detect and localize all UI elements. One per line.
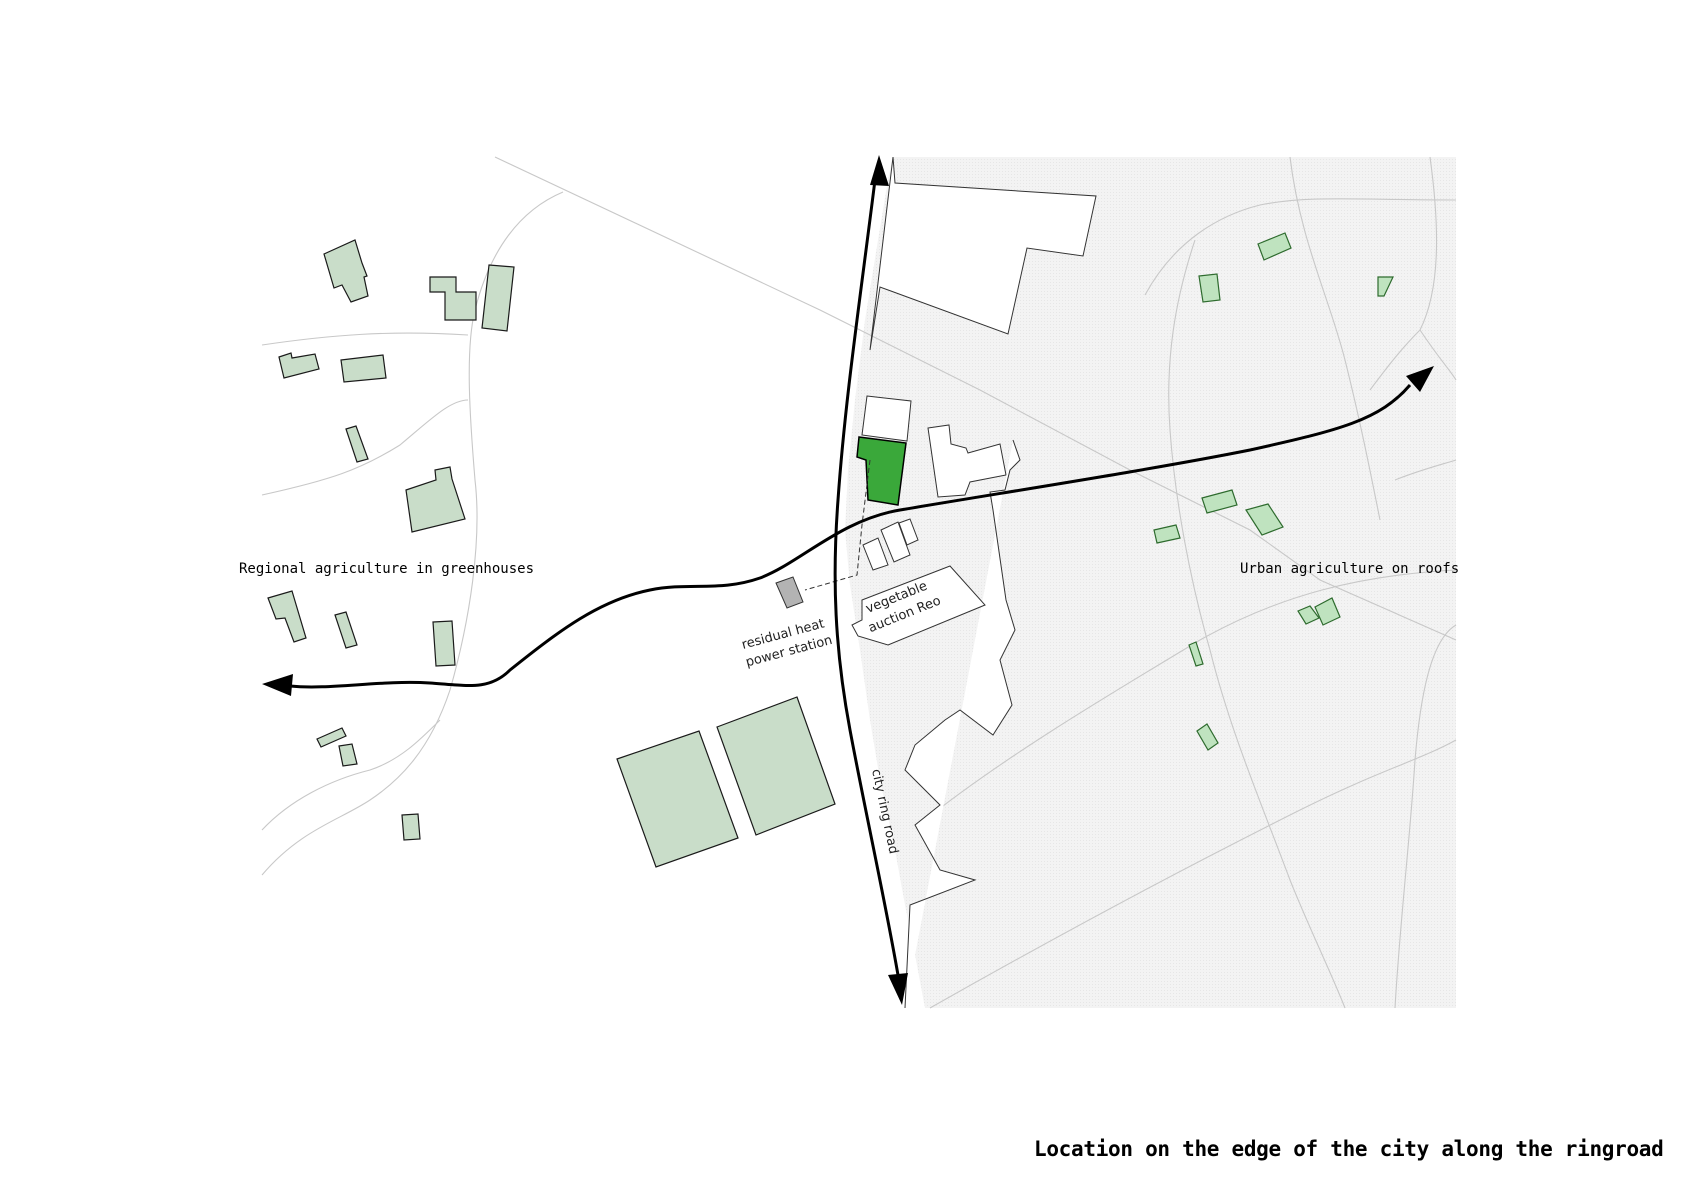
regional-greenhouses: [267, 239, 836, 868]
east-west-route-arrow: [289, 384, 1412, 689]
arrowhead-north-icon: [870, 155, 889, 186]
urban-roof-gardens: [1153, 232, 1394, 751]
project-site-building: [856, 436, 907, 506]
arrowhead-south-icon: [888, 973, 908, 1005]
arrowhead-east-icon: [1406, 366, 1434, 392]
arrowhead-west-icon: [262, 674, 293, 696]
heat-pipe: [804, 459, 871, 591]
power-station-building: [775, 576, 804, 609]
urban-plots: [851, 156, 1097, 1009]
minor-roads: [261, 156, 1457, 1009]
ring-road-arrow: [833, 179, 900, 976]
urban-agriculture-label: Urban agriculture on roofs: [1240, 561, 1459, 577]
regional-agriculture-label: Regional agriculture in greenhouses: [239, 561, 534, 577]
map-title: Location on the edge of the city along t…: [1034, 1137, 1664, 1161]
urban-area: [845, 157, 1456, 1008]
